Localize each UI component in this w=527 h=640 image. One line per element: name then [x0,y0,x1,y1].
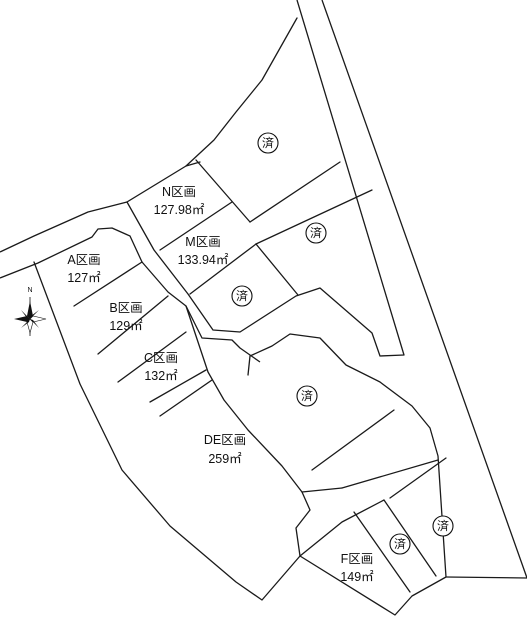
plot-label-f-area: 149㎡ [340,570,374,584]
sold-marker-text: 済 [236,288,248,303]
main-road [296,0,527,579]
compass-icon: N [14,287,47,336]
sold-markers: 済 済 済 済 済 済 [231,132,454,555]
plot-labels: N区画 127.98㎡ M区画 133.94㎡ A区画 127㎡ B区画 129… [67,185,374,584]
plot-label-a-name: A区画 [67,253,100,267]
upper-block [126,17,405,357]
plot-label-m-area: 133.94㎡ [178,253,229,267]
sold-marker: 済 [296,385,318,407]
lower-right-block [247,333,447,616]
plot-label-b-name: B区画 [109,301,142,315]
sold-marker: 済 [432,515,454,537]
sold-marker: 済 [389,533,411,555]
sold-marker: 済 [257,132,279,154]
plot-label-m-name: M区画 [185,235,220,249]
plot-label-a-area: 127㎡ [67,271,101,285]
sold-marker-text: 済 [310,225,322,240]
plot-label-de-name: DE区画 [204,433,246,447]
sold-marker-text: 済 [437,518,449,533]
sold-marker: 済 [231,285,253,307]
plot-label-c-name: C区画 [144,351,178,365]
sold-marker-text: 済 [301,388,313,403]
access-road [0,201,261,363]
sold-marker-text: 済 [262,135,274,150]
plot-label-f-name: F区画 [341,552,374,566]
plot-label-n-area: 127.98㎡ [154,203,205,217]
plot-label-n-name: N区画 [162,185,196,199]
sold-marker: 済 [305,222,327,244]
plot-label-b-area: 129㎡ [109,319,143,333]
plot-label-c-area: 132㎡ [144,369,178,383]
sold-marker-text: 済 [394,536,406,551]
plot-label-de-area: 259㎡ [208,452,242,466]
lower-left-block [33,261,311,601]
compass-north-label: N [27,287,32,294]
